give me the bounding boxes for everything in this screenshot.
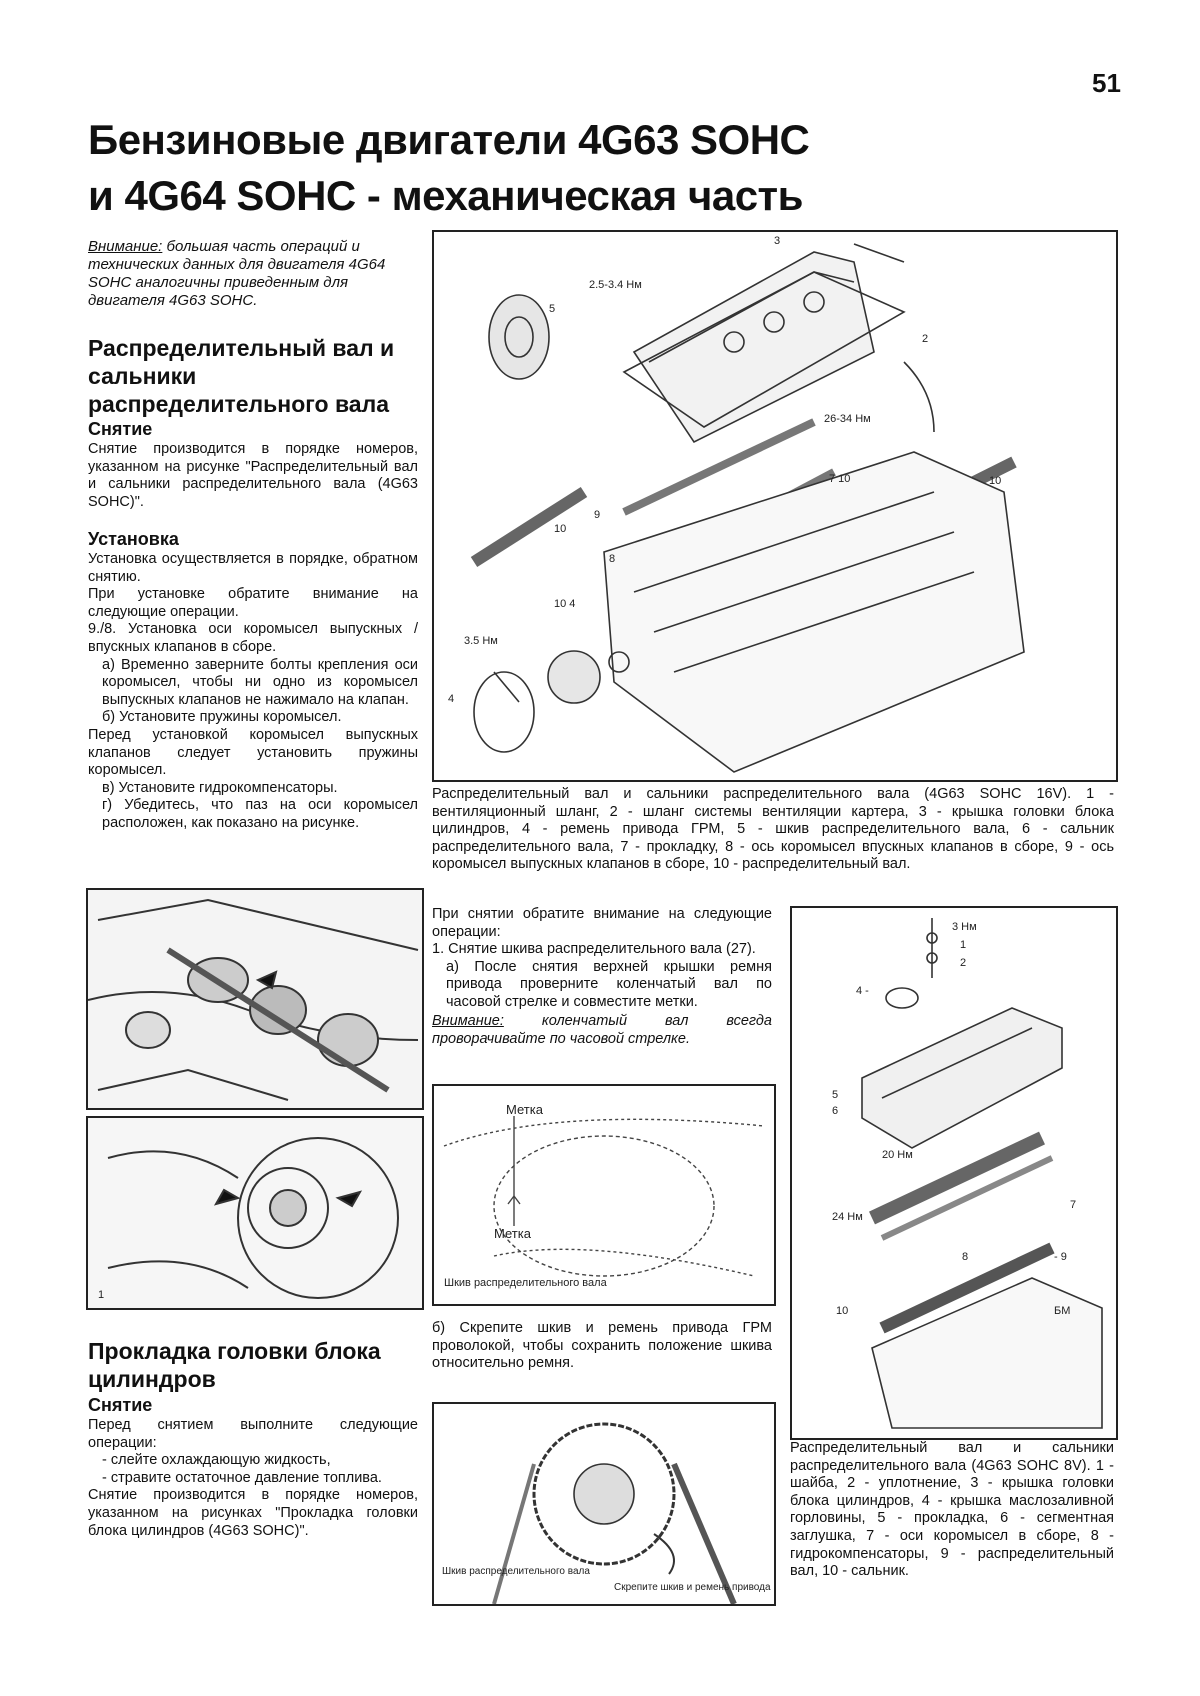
removal-text-2: Перед снятием выполните следующие операц… bbox=[88, 1417, 418, 1540]
install-text: Установка осуществляется в порядке, обра… bbox=[88, 551, 418, 833]
diagram-camshaft-8v: 3 Нм 20 Нм 24 Нм 1 2 4 - 5 6 7 8 - 9 10 … bbox=[790, 906, 1118, 1440]
label-torque-top: 2.5-3.4 Нм bbox=[589, 279, 642, 291]
label-n10b: 10 bbox=[554, 523, 566, 535]
install-step: а) Временно заверните болты крепления ос… bbox=[102, 656, 418, 708]
page-title-line-1: Бензиновые двигатели 4G63 SOHC bbox=[88, 116, 810, 163]
label-torque-mid: 26-34 Нм bbox=[824, 413, 871, 425]
removal2-intro: Перед снятием выполните следующие операц… bbox=[88, 1417, 418, 1451]
label-n2: 2 bbox=[922, 333, 928, 345]
mid-warning-label: Внимание: bbox=[432, 1012, 504, 1029]
camshaft-16v-drawing: 2.5-3.4 Нм 26-34 Нм 3.5 Нм 10 7 10 10 10… bbox=[448, 235, 1025, 773]
diagram-wire-belt: Шкив распределительного вала Скрепите шк… bbox=[432, 1402, 776, 1606]
label-8v-n2: 2 bbox=[960, 957, 966, 969]
install-step: г) Убедитесь, что паз на оси коромысел р… bbox=[102, 797, 418, 831]
label-8v-n5: 5 bbox=[832, 1089, 838, 1101]
mid-step1b: б) Скрепите шкив и ремень привода ГРМ пр… bbox=[432, 1320, 772, 1372]
removal-heading: Снятие bbox=[88, 419, 153, 439]
label-8v-bm: БМ bbox=[1054, 1305, 1070, 1317]
mid-warning: Внимание: коленчатый вал всегда проворач… bbox=[432, 1012, 772, 1048]
page-title: Бензиновые двигатели 4G63 SOHC и 4G64 SO… bbox=[88, 112, 1108, 224]
photo2-label: 1 bbox=[98, 1289, 104, 1301]
rocker-shaft-illustration bbox=[88, 890, 422, 1108]
label-torque-low: 3.5 Нм bbox=[464, 635, 498, 647]
removal2-outro: Снятие производится в порядке номеров, у… bbox=[88, 1487, 418, 1539]
section-heading-camshaft: Распределительный вал и сальники распред… bbox=[88, 335, 395, 417]
label-n5: 5 bbox=[549, 303, 555, 315]
mid-intro: При снятии обратите внимание на следующи… bbox=[432, 906, 772, 940]
label-8v-n7: 7 bbox=[1070, 1199, 1076, 1211]
caption-camshaft-16v: Распределительный вал и сальники распред… bbox=[432, 786, 1114, 873]
removal-heading-2: Снятие bbox=[88, 1395, 153, 1415]
mid-step1: 1. Снятие шкива распределительного вала … bbox=[432, 941, 756, 958]
label-8v-torque-a: 20 Нм bbox=[882, 1149, 913, 1161]
install-para: Перед установкой коромысел выпускных кла… bbox=[88, 726, 418, 779]
install-step: в) Установите гидрокомпенсаторы. bbox=[102, 779, 338, 796]
diagram-camshaft-16v: 2.5-3.4 Нм 26-34 Нм 3.5 Нм 10 7 10 10 10… bbox=[432, 230, 1118, 782]
install-heading: Установка bbox=[88, 529, 179, 549]
mid-warning-text: коленчатый вал всегда проворачивайте по … bbox=[432, 1012, 772, 1047]
removal2-item: - слейте охлаждающую жидкость, bbox=[102, 1452, 331, 1469]
wire-belt-drawing: Шкив распределительного вала Скрепите шк… bbox=[442, 1422, 774, 1604]
label-n8: 8 bbox=[609, 553, 615, 565]
label-8v-n8: 8 bbox=[962, 1251, 968, 1263]
label-n10-4: 10 4 bbox=[554, 598, 575, 610]
label-pulley: Шкив распределительного вала bbox=[444, 1277, 608, 1289]
camshaft-8v-drawing: 3 Нм 20 Нм 24 Нм 1 2 4 - 5 6 7 8 - 9 10 … bbox=[832, 918, 1103, 1429]
timing-marks-drawing: Метка Метка Шкив распределительного вала bbox=[443, 1102, 765, 1289]
label-n7-10: 7 10 bbox=[829, 473, 850, 485]
label-wire-left: Шкив распределительного вала bbox=[442, 1566, 590, 1577]
label-mark-top: Метка bbox=[506, 1102, 544, 1117]
label-n3: 3 bbox=[774, 235, 780, 247]
caption-camshaft-8v: Распределительный вал и сальники распред… bbox=[790, 1440, 1114, 1580]
label-8v-n6: 6 bbox=[832, 1105, 838, 1117]
label-n9: 9 bbox=[594, 509, 600, 521]
label-8v-torque-b: 24 Нм bbox=[832, 1211, 863, 1223]
label-8v-n1: 1 bbox=[960, 939, 966, 951]
page-number: 51 bbox=[1092, 68, 1121, 98]
install-para: Установка осуществляется в порядке, обра… bbox=[88, 551, 418, 585]
removal2-item: - стравите остаточное давление топлива. bbox=[102, 1469, 382, 1486]
diagram-timing-marks: Метка Метка Шкив распределительного вала bbox=[432, 1084, 776, 1306]
label-8v-n10: 10 bbox=[836, 1305, 848, 1317]
install-para: При установке обратите внимание на следу… bbox=[88, 586, 418, 620]
removal-text: Снятие производится в порядке номеров, у… bbox=[88, 441, 418, 510]
label-8v-n4: 4 - bbox=[856, 985, 869, 997]
note-text: большая часть операций и технических дан… bbox=[88, 238, 386, 309]
section-heading-head-gasket: Прокладка головки блока цилиндров bbox=[88, 1338, 381, 1392]
install-para: 9./8. Установка оси коромысел выпускных … bbox=[88, 621, 418, 655]
label-8v-n9: - 9 bbox=[1054, 1251, 1067, 1263]
label-mark-bottom: Метка bbox=[494, 1226, 532, 1241]
mid-text-block: При снятии обратите внимание на следующи… bbox=[432, 906, 772, 1048]
mid-step1a: а) После снятия верхней крышки ремня при… bbox=[446, 958, 772, 1010]
top-note: Внимание: большая часть операций и техни… bbox=[88, 238, 418, 310]
install-step: б) Установите пружины коромысел. bbox=[102, 709, 342, 726]
photo-rocker-shaft bbox=[86, 888, 424, 1110]
note-label: Внимание: bbox=[88, 238, 163, 255]
photo-pulley-marks: 1 bbox=[86, 1116, 424, 1310]
label-n4: 4 bbox=[448, 693, 454, 705]
label-n10: 10 bbox=[989, 475, 1001, 487]
pulley-illustration: 1 bbox=[88, 1118, 422, 1308]
label-8v-torque-top: 3 Нм bbox=[952, 921, 977, 933]
label-wire-right: Скрепите шкив и ремень привода ГРМ bbox=[614, 1582, 774, 1593]
page-title-line-2: и 4G64 SOHC - механическая часть bbox=[88, 172, 803, 219]
